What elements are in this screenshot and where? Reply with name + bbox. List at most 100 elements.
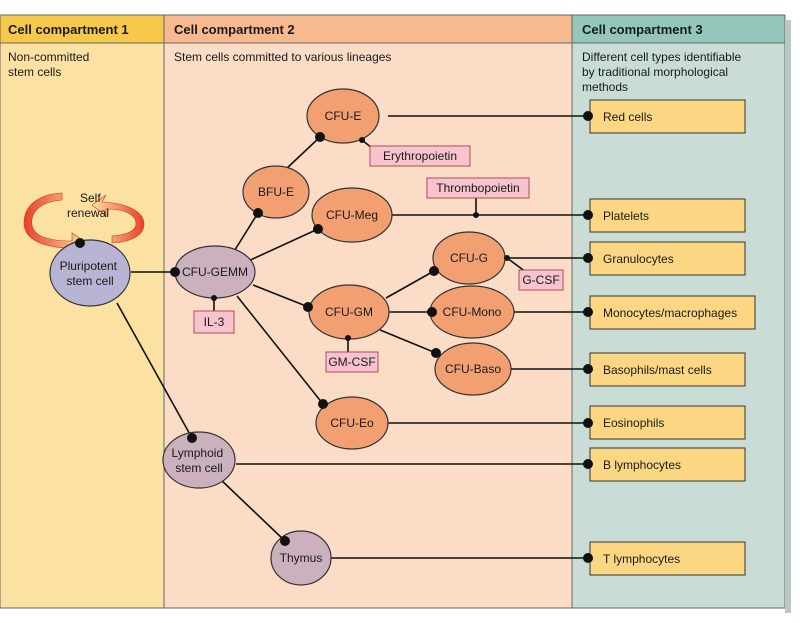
factor-box xyxy=(193,310,235,334)
compartment-1-header xyxy=(0,14,165,44)
junction-dot xyxy=(170,267,180,277)
cell-type-red-cells[interactable]: Red cells xyxy=(589,99,746,134)
node-cfu-baso[interactable]: CFU-Baso xyxy=(434,342,512,396)
node-label: CFU-GEMM xyxy=(182,265,248,279)
compartment-3-desc: Different cell types identifiable by tra… xyxy=(582,50,745,94)
self-renewal-line: renewal xyxy=(67,206,109,220)
node-label: Lymphoid stem cell xyxy=(172,446,227,475)
factor-il-3[interactable]: IL-3 xyxy=(193,310,235,334)
node-lymphoid-stem-cell[interactable]: Lymphoid stem cell xyxy=(162,431,236,489)
node-label: CFU-GM xyxy=(325,305,373,319)
factor-dot xyxy=(359,137,365,143)
junction-dot xyxy=(427,307,437,317)
node-label: CFU-Eo xyxy=(330,416,374,430)
node-cfu-e[interactable]: CFU-E xyxy=(306,88,380,144)
junction-dot xyxy=(75,238,85,248)
node-cfu-meg[interactable]: CFU-Meg xyxy=(311,187,393,243)
self-renewal-label: Self renewal xyxy=(67,191,109,220)
cell-type-basophils[interactable]: Basophils/mast cells xyxy=(589,352,746,387)
cell-type-monocytes[interactable]: Monocytes/macrophages xyxy=(589,295,756,330)
factor-erythropoietin[interactable]: Erythropoietin xyxy=(369,145,471,167)
junction-dot xyxy=(187,433,197,443)
node-shape xyxy=(315,396,389,450)
cell-type-label: Eosinophils xyxy=(603,416,664,430)
factor-dot xyxy=(504,255,510,261)
cell-type-granulocytes[interactable]: Granulocytes xyxy=(589,241,746,276)
compartment-2-desc: Stem cells committed to various lineages xyxy=(174,50,391,64)
factor-label: Thrombopoietin xyxy=(436,181,519,195)
node-shape xyxy=(49,239,131,307)
factor-gm-csf[interactable]: GM-CSF xyxy=(325,351,379,373)
growth-factors: Erythropoietin Thrombopoietin G-CSF IL-3… xyxy=(193,145,564,373)
compartment-1-desc-line: stem cells xyxy=(8,65,61,79)
cell-type-label: Red cells xyxy=(603,110,652,124)
edge-gemm-meg xyxy=(245,228,319,263)
node-pluripotent-stem-cell[interactable]: Pluripotent stem cell xyxy=(49,239,131,307)
junction-dot xyxy=(318,399,328,409)
compartment-3-shadow xyxy=(785,20,791,613)
node-cfu-gm[interactable]: CFU-GM xyxy=(308,284,390,340)
cell-type-label: Granulocytes xyxy=(603,252,674,266)
cell-type-box xyxy=(589,295,756,330)
node-cfu-g[interactable]: CFU-G xyxy=(432,231,506,285)
compartment-3-desc-line: methods xyxy=(582,80,628,94)
endpoint-dot xyxy=(583,253,593,263)
endpoint-dot xyxy=(583,553,593,563)
cell-type-label: B lymphocytes xyxy=(603,458,681,472)
factor-label: GM-CSF xyxy=(328,355,375,369)
node-shape xyxy=(162,431,236,489)
junction-dot xyxy=(431,348,441,358)
node-cfu-eo[interactable]: CFU-Eo xyxy=(315,396,389,450)
cell-type-label: Basophils/mast cells xyxy=(603,363,712,377)
factor-label: IL-3 xyxy=(204,315,225,329)
factor-thrombopoietin[interactable]: Thrombopoietin xyxy=(426,177,530,199)
compartment-3-desc-line: Different cell types identifiable xyxy=(582,50,742,64)
junction-dot xyxy=(315,132,325,142)
factor-label: G-CSF xyxy=(522,273,559,287)
node-shape xyxy=(311,187,393,243)
cell-type-platelets[interactable]: Platelets xyxy=(589,198,746,233)
endpoint-dot xyxy=(583,364,593,374)
junction-dots xyxy=(75,111,593,563)
endpoint-dot xyxy=(583,459,593,469)
edge-bfue-cfue xyxy=(284,136,321,171)
node-label-line: Pluripotent xyxy=(60,259,118,273)
endpoint-dot xyxy=(583,210,593,220)
cell-types: Red cells Platelets Granulocytes Monocyt… xyxy=(589,99,756,576)
compartment-1-desc-line: Non-committed xyxy=(8,50,89,64)
node-label: Pluripotent stem cell xyxy=(60,259,121,288)
node-label: Thymus xyxy=(280,551,323,565)
factor-dot xyxy=(473,212,479,218)
cell-type-label: Platelets xyxy=(603,209,649,223)
cell-type-t-lymphocytes[interactable]: T lymphocytes xyxy=(589,541,746,576)
cell-type-box xyxy=(589,99,746,134)
endpoint-dot xyxy=(583,111,593,121)
edge-gemm-bfue xyxy=(232,212,259,254)
junction-dot xyxy=(429,266,439,276)
node-shape xyxy=(434,342,512,396)
node-label: CFU-Meg xyxy=(326,208,378,222)
cell-type-box xyxy=(589,198,746,233)
factor-dot xyxy=(211,295,217,301)
self-renewal-line: Self xyxy=(80,191,101,205)
node-thymus[interactable]: Thymus xyxy=(270,530,332,586)
self-renewal-arrow-right xyxy=(91,194,145,244)
cell-type-box xyxy=(589,405,746,440)
node-cfu-mono[interactable]: CFU-Mono xyxy=(429,285,515,339)
node-label: CFU-Mono xyxy=(443,305,502,319)
cell-type-label: Monocytes/macrophages xyxy=(603,306,737,320)
factor-dot xyxy=(345,335,351,341)
cell-type-b-lymphocytes[interactable]: B lymphocytes xyxy=(589,447,746,482)
node-cfu-gemm[interactable]: CFU-GEMM xyxy=(174,245,256,299)
node-label-line: stem cell xyxy=(175,461,222,475)
node-label: CFU-E xyxy=(325,109,362,123)
factor-g-csf[interactable]: G-CSF xyxy=(518,269,564,291)
node-bfu-e[interactable]: BFU-E xyxy=(242,165,310,219)
edge-gemm-gm xyxy=(252,284,307,307)
node-label: CFU-Baso xyxy=(445,362,501,376)
cell-type-eosinophils[interactable]: Eosinophils xyxy=(589,405,746,440)
edge-gm-baso xyxy=(379,329,437,354)
endpoint-dot xyxy=(583,418,593,428)
edges xyxy=(116,115,588,559)
